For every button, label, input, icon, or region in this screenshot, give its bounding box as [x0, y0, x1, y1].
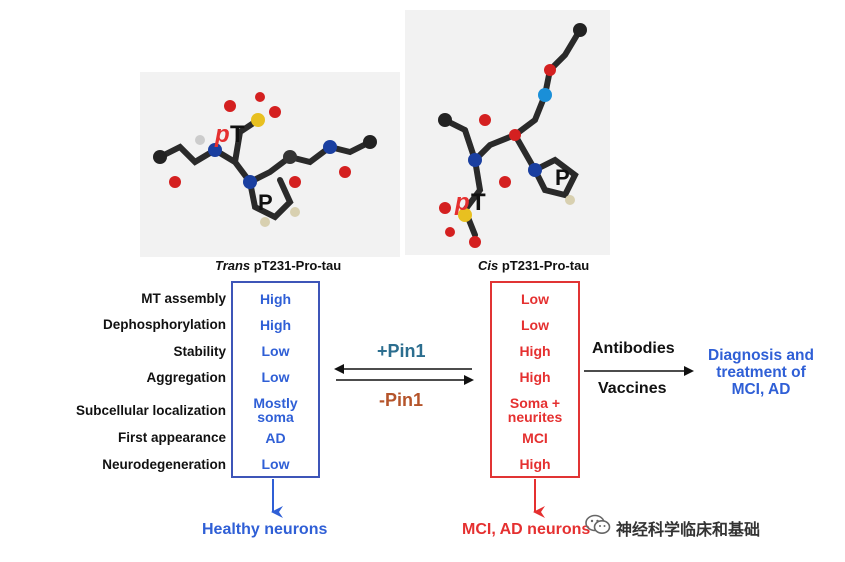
cis-caption: Cis pT231-Pro-tau	[478, 258, 589, 273]
label-first-appearance: First appearance	[117, 430, 226, 445]
cis-pT-T-label: T	[471, 189, 486, 216]
healthy-neurons-label: Healthy neurons	[202, 521, 328, 538]
trans-first-appearance-value: AD	[265, 430, 286, 446]
trans-mt-assembly-value: High	[259, 291, 292, 307]
cis-aggregation-value: High	[519, 369, 551, 385]
trans-caption-prefix: Trans	[215, 258, 251, 273]
label-mt-assembly: MT assembly	[141, 291, 226, 306]
antibodies-label: Antibodies	[592, 340, 675, 357]
trans-caption: Trans pT231-Pro-tau	[215, 258, 341, 273]
cis-caption-prefix: Cis	[478, 258, 499, 273]
trans-proline-label: P	[258, 190, 273, 215]
cis-localization-value-line1: Soma +	[509, 395, 561, 411]
trans-molecule-image: p T P	[140, 72, 400, 257]
trans-localization-value-line1: Mostly	[253, 395, 298, 411]
plus-pin1-label: +Pin1	[377, 341, 426, 361]
cis-properties-box	[490, 281, 580, 478]
cis-stability-value: High	[519, 343, 551, 359]
label-dephosphorylation: Dephosphorylation	[102, 317, 226, 332]
trans-pT-T-label: T	[230, 121, 245, 148]
cis-proline-label: P	[555, 165, 570, 190]
trans-neurodegeneration-value: Low	[261, 456, 290, 472]
trans-stability-value: Low	[261, 343, 290, 359]
wechat-icon	[585, 514, 611, 536]
cis-first-appearance-value: MCI	[522, 430, 548, 446]
cis-localization-value-line2: neurites	[507, 409, 563, 425]
label-neurodegeneration: Neurodegeneration	[102, 457, 226, 472]
trans-properties-box	[231, 281, 320, 478]
watermark-text: 神经科学临床和基础	[616, 522, 761, 539]
diagnosis-line3: MCI, AD	[731, 381, 791, 398]
trans-dephosphorylation-value: High	[259, 317, 292, 333]
vaccines-label: Vaccines	[598, 380, 667, 397]
cis-caption-rest: pT231-Pro-tau	[498, 258, 590, 273]
trans-localization-value-line2: soma	[257, 409, 294, 425]
disease-neurons-label: MCI, AD neurons	[462, 521, 591, 538]
label-subcellular-localization: Subcellular localization	[75, 403, 226, 418]
diagnosis-line2: treatment of	[716, 364, 806, 381]
label-stability: Stability	[173, 344, 226, 359]
trans-pT-p-label: p	[214, 121, 230, 148]
cis-dephosphorylation-value: Low	[521, 317, 549, 333]
trans-caption-rest: pT231-Pro-tau	[250, 258, 342, 273]
minus-pin1-label: -Pin1	[379, 390, 424, 410]
trans-aggregation-value: Low	[261, 369, 290, 385]
cis-pT-p-label: p	[454, 189, 470, 216]
cis-neurodegeneration-value: High	[519, 456, 551, 472]
diagnosis-text: Diagnosis and treatment of MCI, AD	[694, 347, 828, 398]
cis-mt-assembly-value: Low	[521, 291, 549, 307]
diagnosis-line1: Diagnosis and	[708, 347, 814, 364]
label-aggregation: Aggregation	[146, 370, 227, 385]
cis-molecule-image: p T P	[405, 10, 610, 255]
